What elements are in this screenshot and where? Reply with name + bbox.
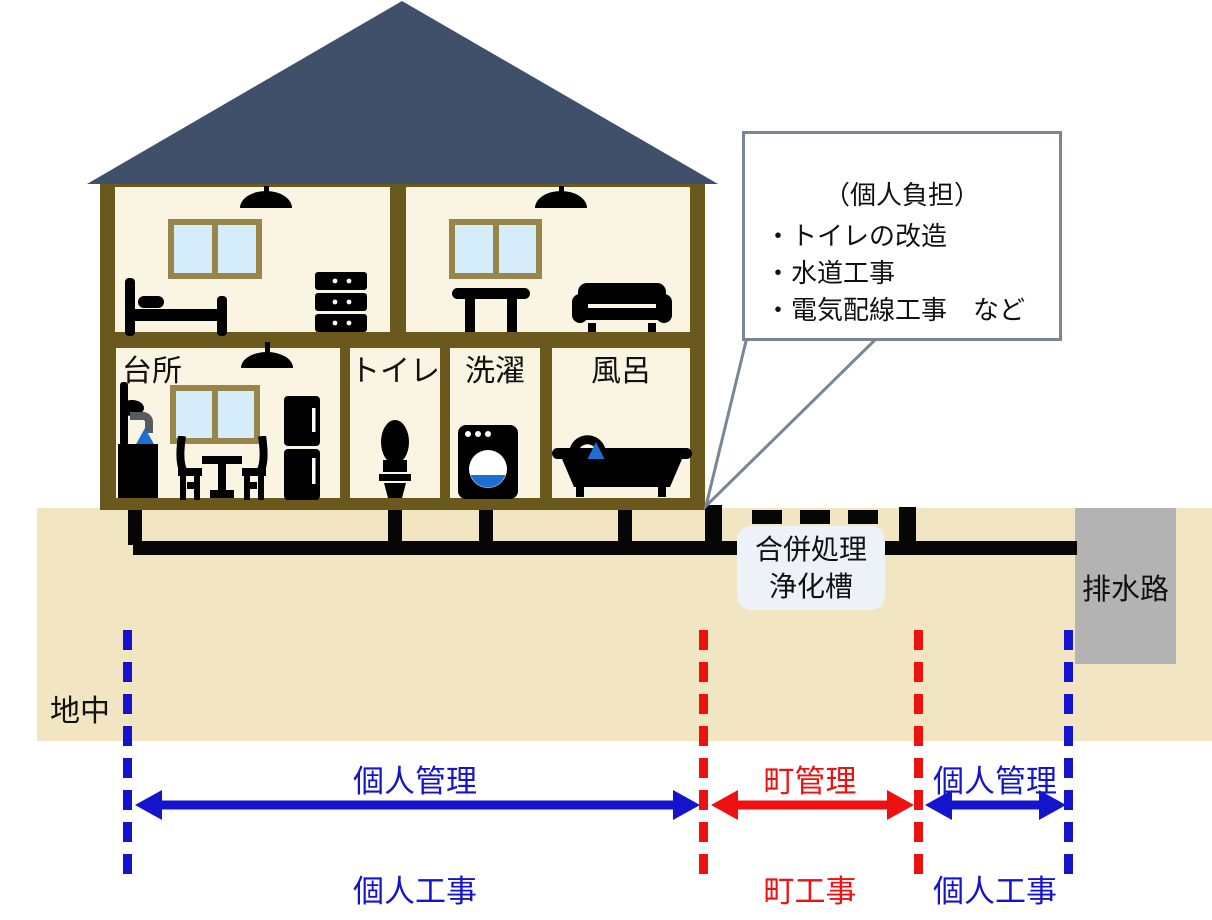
septic-tank-label: 合併処理 浄化槽: [737, 526, 885, 610]
window-mullion: [492, 225, 499, 273]
septic-outlet-riser: [899, 507, 916, 545]
toilet-label: トイレ: [350, 355, 440, 388]
main-sewer-pipe: [133, 541, 1077, 555]
septic-lid-dash: [752, 510, 782, 524]
callout-title: （個人負担）: [823, 180, 980, 210]
callout-item: ・水道工事: [765, 258, 896, 288]
drainage-channel: [1075, 508, 1176, 664]
management-label-town: 町管理: [763, 764, 857, 799]
callout-box: （個人負担） ・トイレの改造 ・水道工事 ・電気配線工事 など: [742, 131, 1062, 341]
boundary-line-septic-inlet-red: [699, 630, 708, 878]
bathtub-icon: [552, 428, 692, 498]
fridge-icon: [284, 396, 320, 500]
boundary-line-septic-outlet-red: [914, 630, 923, 878]
boundary-line-left-blue: [123, 630, 132, 878]
callout-item: ・トイレの改造: [765, 221, 948, 251]
washing-machine-icon: [458, 425, 518, 499]
septic-tank-label-line1: 合併処理: [754, 534, 867, 565]
sofa-icon: [572, 283, 672, 333]
table-icon: [452, 284, 530, 332]
callout-item: ・電気配線工事 など: [765, 295, 1026, 325]
toilet-icon: [375, 420, 415, 498]
window-mullion: [212, 225, 218, 273]
bath-label: 風呂: [591, 355, 651, 388]
dresser-icon: [315, 272, 367, 333]
drainage-label: 排水路: [1081, 574, 1169, 606]
window-mullion: [212, 391, 218, 438]
ceiling-lamp-icon: [238, 342, 296, 370]
management-label-individual-left: 個人管理: [353, 764, 477, 799]
boundary-line-drainage-blue: [1064, 630, 1073, 878]
ceiling-lamp-icon: [533, 186, 589, 210]
kitchen-window: [170, 385, 260, 444]
dining-set-icon: [176, 436, 268, 500]
kitchen-label: 台所: [122, 355, 182, 388]
roof: [87, 1, 718, 184]
ceiling-lamp-icon: [238, 186, 294, 210]
kitchen-sink-icon: [114, 378, 160, 498]
laundry-label: 洗濯: [465, 355, 525, 388]
septic-lid-dash: [800, 510, 830, 524]
septic-tank-label-line2: 浄化槽: [768, 571, 853, 602]
underground-label: 地中: [50, 695, 110, 728]
construction-label-individual-left: 個人工事: [353, 874, 477, 909]
living-window: [449, 219, 542, 279]
septic-lid-dash: [848, 510, 878, 524]
construction-label-town: 町工事: [763, 874, 857, 909]
construction-label-individual-right: 個人工事: [933, 874, 1057, 909]
septic-inlet-riser: [705, 505, 722, 545]
bed-icon: [122, 276, 232, 336]
management-label-individual-right: 個人管理: [933, 764, 1057, 799]
bedroom-window: [168, 219, 262, 279]
